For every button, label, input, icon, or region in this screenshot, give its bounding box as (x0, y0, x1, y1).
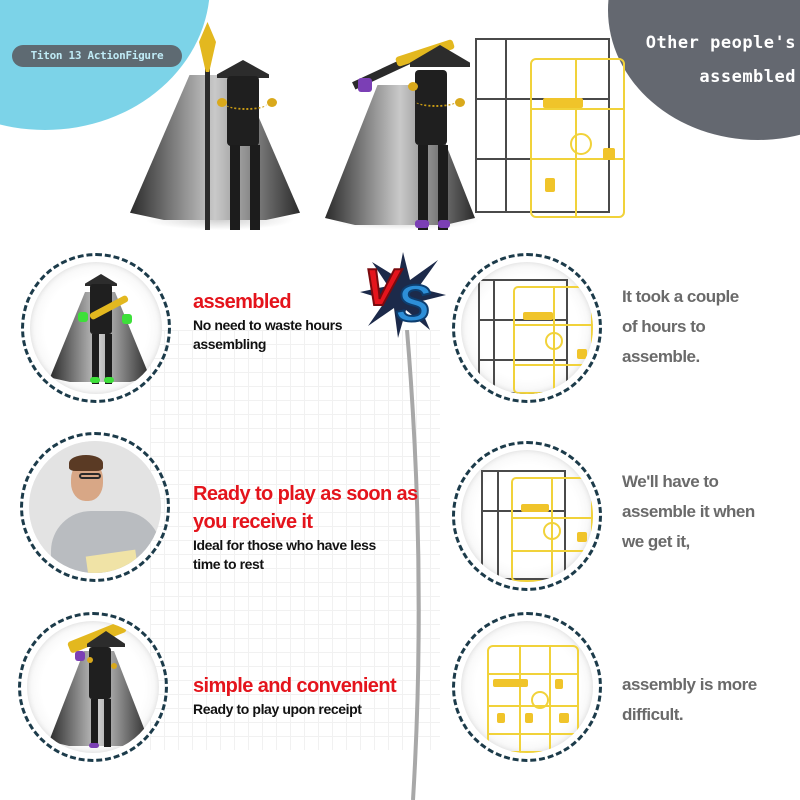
feature-1: assembled No need to waste hours assembl… (193, 288, 393, 354)
competitor-point-2-line-2: assemble it when (622, 502, 755, 521)
vs-letter-s: S (395, 274, 432, 334)
competitor-title-line1: Other people's (645, 33, 796, 53)
dotted-grid-background (150, 330, 440, 750)
competitor-point-3: assembly is more difficult. (622, 670, 757, 730)
competitor-point-1: It took a couple of hours to assemble. (622, 282, 739, 372)
vertical-divider (405, 330, 421, 800)
competitor-title: Other people's assembled (618, 26, 800, 94)
vs-badge: V S (358, 250, 448, 340)
competitor-point-1-line-2: of hours to (622, 317, 706, 336)
competitor-image-circle-3 (452, 612, 602, 762)
competitor-image-circle-2 (452, 441, 602, 591)
competitor-point-3-line-1: assembly is more (622, 675, 757, 694)
vs-letter-v: V (363, 258, 400, 318)
feature-image-circle-3 (18, 612, 168, 762)
competitor-title-line2: assembled (699, 67, 796, 87)
competitor-point-3-line-2: difficult. (622, 705, 684, 724)
feature-image-circle-2 (20, 432, 170, 582)
feature-3-title: simple and convenient (193, 675, 397, 697)
spear-tip-icon (199, 22, 216, 72)
competitor-point-1-line-3: assemble. (622, 347, 700, 366)
feature-2-title: Ready to play as soon as you receive it (193, 483, 418, 533)
feature-3: simple and convenient Ready to play upon… (193, 672, 423, 719)
brand-label: Titon 13 ActionFigure (12, 45, 182, 67)
feature-image-circle-1 (21, 253, 171, 403)
competitor-point-2: We'll have to assemble it when we get it… (622, 467, 755, 557)
competitor-point-2-line-3: we get it, (622, 532, 690, 551)
feature-3-description: Ready to play upon receipt (193, 701, 362, 717)
feature-1-description: No need to waste hours assembling (193, 317, 343, 352)
feature-2-description: Ideal for those who have less time to re… (193, 537, 376, 572)
vs-burst-icon (360, 252, 446, 338)
hero-parts-sprue (475, 38, 625, 223)
feature-2: Ready to play as soon as you receive it … (193, 480, 423, 574)
feature-1-title: assembled (193, 291, 292, 313)
competitor-point-2-line-1: We'll have to (622, 472, 719, 491)
competitor-image-circle-1 (452, 253, 602, 403)
competitor-point-1-line-1: It took a couple (622, 287, 739, 306)
hero-figure-spear (125, 10, 305, 235)
hero-figure-sword (320, 10, 480, 235)
